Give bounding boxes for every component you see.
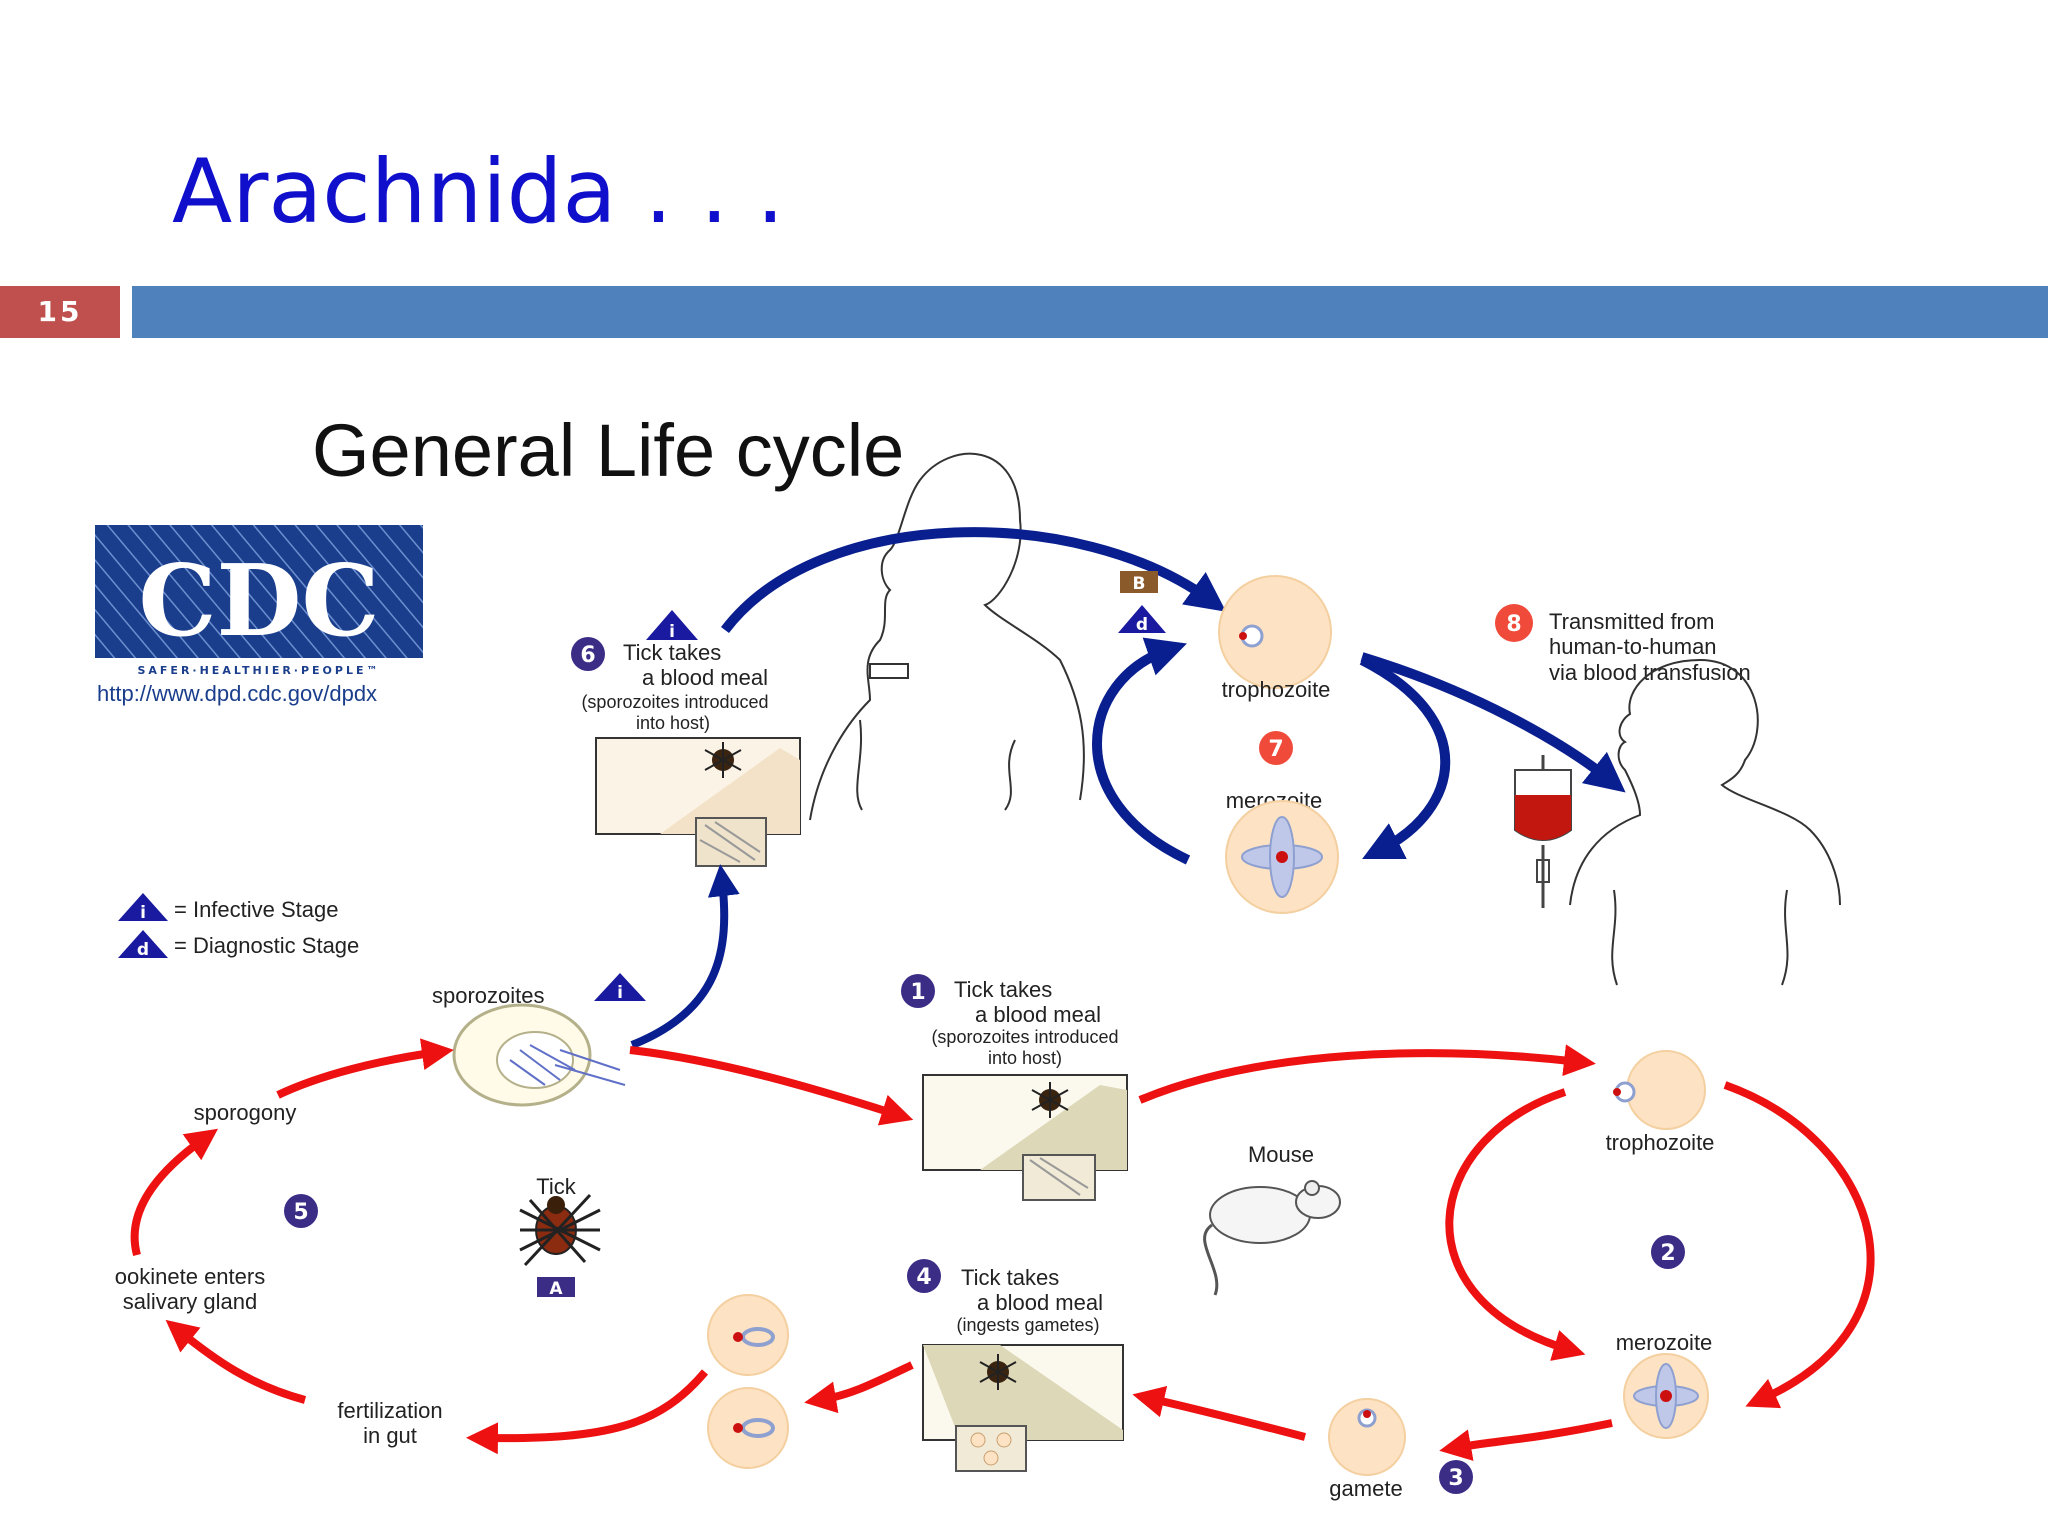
- sporogony-label: sporogony: [194, 1100, 297, 1125]
- step3-number: 3: [1448, 1466, 1463, 1491]
- tick-letter: A: [549, 1279, 563, 1299]
- gut-gamete-lower: [707, 1387, 789, 1469]
- arrow-to-fertilization: [466, 1369, 709, 1455]
- fertilization-line1: fertilization: [337, 1398, 442, 1423]
- arrow-human-infection: [721, 527, 1227, 634]
- arrow-mouse-cycle-left: [1445, 1088, 1586, 1361]
- bandage-icon: [869, 663, 909, 679]
- legend-diagnostic-symbol: d: [137, 940, 149, 960]
- sporozoites-cell: [452, 1003, 626, 1107]
- box-letter-b-text: B: [1133, 574, 1146, 594]
- legend-infective-symbol: i: [140, 903, 146, 923]
- mouse-icon: [1203, 1180, 1341, 1296]
- step8-line1: Transmitted from: [1549, 609, 1714, 634]
- human-silhouette-right: [1569, 658, 1841, 906]
- step6-infective-marker: i: [669, 622, 675, 642]
- trophozoite-mouse-label: trophozoite: [1606, 1130, 1715, 1155]
- cdc-url: http://www.dpd.cdc.gov/dpdx: [97, 681, 377, 706]
- blood-bag-icon: [1514, 755, 1572, 908]
- legend-diagnostic-label: = Diagnostic Stage: [174, 933, 359, 958]
- step6-line3: (sporozoites introduced: [581, 692, 768, 712]
- step6-line2: a blood meal: [642, 665, 768, 690]
- tick-icon: [519, 1193, 601, 1267]
- tick-bite-inset-top: [595, 737, 801, 867]
- step1-line3: (sporozoites introduced: [931, 1027, 1118, 1047]
- arrow-sporozoites-to-human: [630, 864, 740, 1049]
- arrow-to-sporogony: [130, 1128, 219, 1257]
- tick-label: Tick: [536, 1174, 577, 1199]
- step4-line1: Tick takes: [961, 1265, 1059, 1290]
- arrow-to-ookinete: [165, 1319, 307, 1404]
- arrow-merozoite-to-trophozoite: [1092, 637, 1191, 865]
- step6-number: 6: [580, 643, 595, 668]
- slide-number: 15: [0, 286, 120, 338]
- arrow-transfusion: [1360, 652, 1626, 793]
- arrow-tick-to-gut-gametes: [804, 1361, 914, 1414]
- gamete-label: gamete: [1329, 1476, 1402, 1501]
- trophozoite-mouse-cell: [1626, 1050, 1706, 1130]
- step1-line1: Tick takes: [954, 977, 1052, 1002]
- cdc-tagline: SAFER·HEALTHIER·PEOPLE™: [137, 664, 380, 677]
- slide-title: Arachnida . . .: [172, 140, 785, 243]
- step1-number: 1: [910, 980, 925, 1005]
- step6-line4: into host): [636, 713, 710, 733]
- step6-line1: Tick takes: [623, 640, 721, 665]
- ookinete-line1: ookinete enters: [115, 1264, 265, 1289]
- arrow-to-sporozoites: [276, 1038, 454, 1099]
- sporozoites-infective-marker: i: [617, 983, 623, 1003]
- step1-line2: a blood meal: [975, 1002, 1101, 1027]
- header-bar: [132, 286, 2048, 338]
- fertilization-line2: in gut: [363, 1423, 417, 1448]
- step5-number: 5: [293, 1200, 308, 1225]
- step4-line3: (ingests gametes): [956, 1315, 1099, 1335]
- human-silhouette-center: [809, 452, 1085, 821]
- step8-line2: human-to-human: [1549, 634, 1717, 659]
- step8-number: 8: [1506, 612, 1521, 637]
- step4-number: 4: [916, 1265, 931, 1290]
- merozoite-mouse-label: merozoite: [1616, 1330, 1713, 1355]
- tick-letter-box: [537, 1277, 575, 1297]
- cdc-logo: CDC SAFER·HEALTHIER·PEOPLE™: [95, 525, 423, 677]
- step4-line2: a blood meal: [977, 1290, 1103, 1315]
- step7-number: 7: [1268, 737, 1283, 762]
- step1-line4: into host): [988, 1048, 1062, 1068]
- gut-gamete-upper: [707, 1294, 789, 1376]
- arrow-sporozoites-to-mouse-bite: [629, 1046, 914, 1126]
- sporozoites-label: sporozoites: [432, 983, 545, 1008]
- legend: i = Infective Stage d = Diagnostic Stage: [118, 893, 359, 960]
- diagram-heading: General Life cycle: [312, 409, 904, 492]
- arrow-gamete-to-tick: [1132, 1386, 1307, 1441]
- tick-bite-inset-mouse: [922, 1074, 1128, 1201]
- arrow-merozoite-to-gamete: [1439, 1419, 1613, 1461]
- gamete-cell: [1328, 1398, 1406, 1476]
- box-diagnostic-marker: d: [1136, 615, 1148, 635]
- cdc-logo-letters: CDC: [139, 544, 380, 659]
- step2-number: 2: [1660, 1241, 1675, 1266]
- ookinete-line2: salivary gland: [123, 1289, 258, 1314]
- arrow-trophozoite-to-merozoite: [1359, 655, 1451, 859]
- mouse-label: Mouse: [1248, 1142, 1314, 1167]
- arrow-to-mouse-trophozoite: [1138, 1044, 1596, 1104]
- box-letter-b: [1120, 571, 1158, 593]
- arrow-mouse-cycle-right: [1723, 1081, 1875, 1409]
- trophozoite-human-cell: [1218, 575, 1332, 689]
- tick-feeding-inset: [922, 1344, 1124, 1472]
- trophozoite-human-label: trophozoite: [1222, 677, 1331, 702]
- legend-infective-label: = Infective Stage: [174, 897, 339, 922]
